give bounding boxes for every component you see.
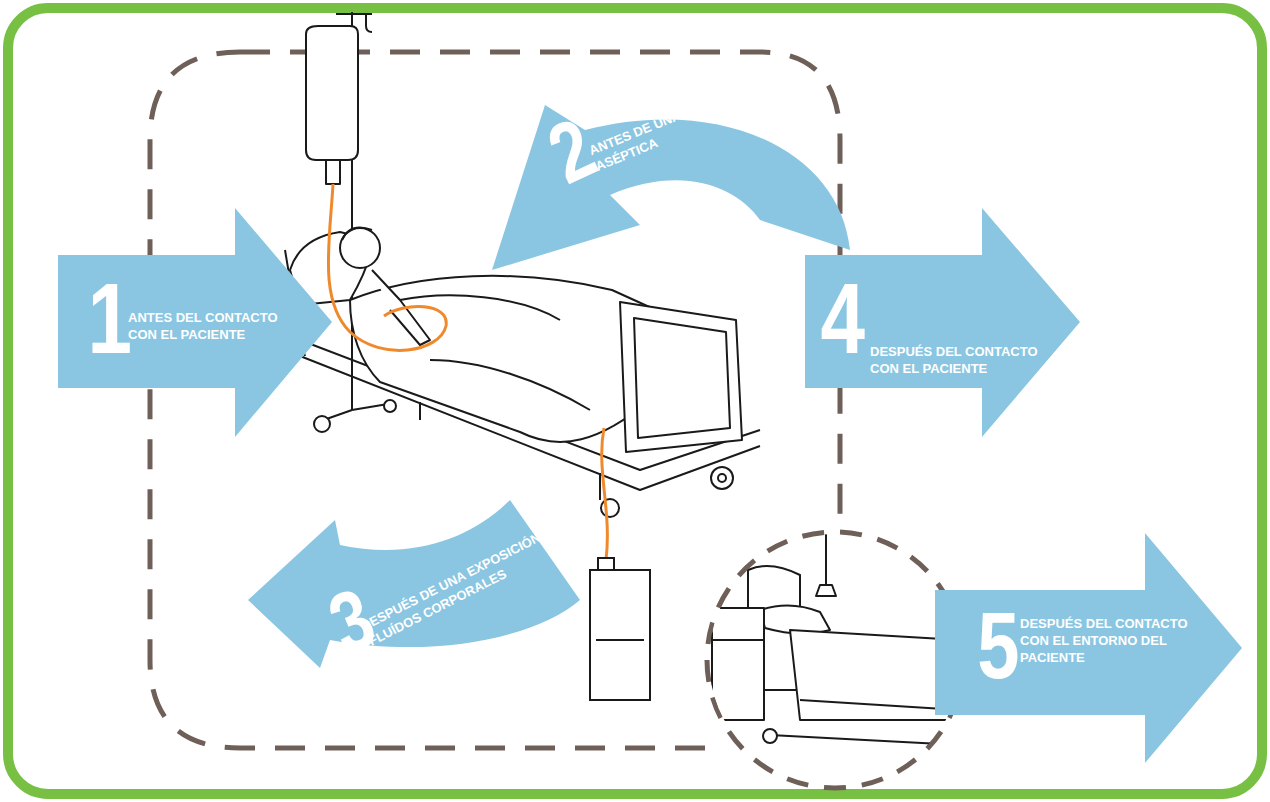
drain-tube (602, 428, 608, 560)
iv-tube (328, 184, 446, 350)
step-label: DESPUÉS DEL CONTACTO CON EL ENTORNO DEL … (1020, 616, 1192, 667)
frame-border (8, 8, 1262, 794)
arrow-outline (935, 533, 1242, 763)
step-arrow: 1ANTES DEL CONTACTO CON EL PACIENTE (56, 206, 334, 440)
step-arrow: 5DESPUÉS DEL CONTACTO CON EL ENTORNO DEL… (933, 531, 1245, 765)
arrow-shape (488, 58, 854, 274)
step-arrow: 3DESPUÉS DE UNA EXPOSICIÓN A FLUÍDOS COR… (244, 495, 584, 673)
urine-bag (590, 558, 650, 700)
step-number: 4 (821, 268, 866, 368)
environment-zone-circle (707, 532, 963, 788)
empty-bed (712, 520, 960, 745)
arrow-shape (244, 495, 584, 673)
arrow-outline (248, 500, 580, 668)
step-label: ANTES DEL CONTACTO CON EL PACIENTE (128, 310, 293, 344)
patient-bed (285, 12, 760, 517)
arrow-outline (58, 208, 332, 437)
step-arrow: 2ANTES DE UNA TAREA ASÉPTICA (488, 58, 854, 274)
arrow-outline (805, 208, 1080, 437)
step-arrow: 4DESPUÉS DEL CONTACTO CON EL PACIENTE (803, 206, 1083, 440)
step-number: 1 (88, 268, 133, 368)
step-label: DESPUÉS DEL CONTACTO CON EL PACIENTE (870, 344, 1040, 378)
step-number: 5 (977, 598, 1019, 693)
